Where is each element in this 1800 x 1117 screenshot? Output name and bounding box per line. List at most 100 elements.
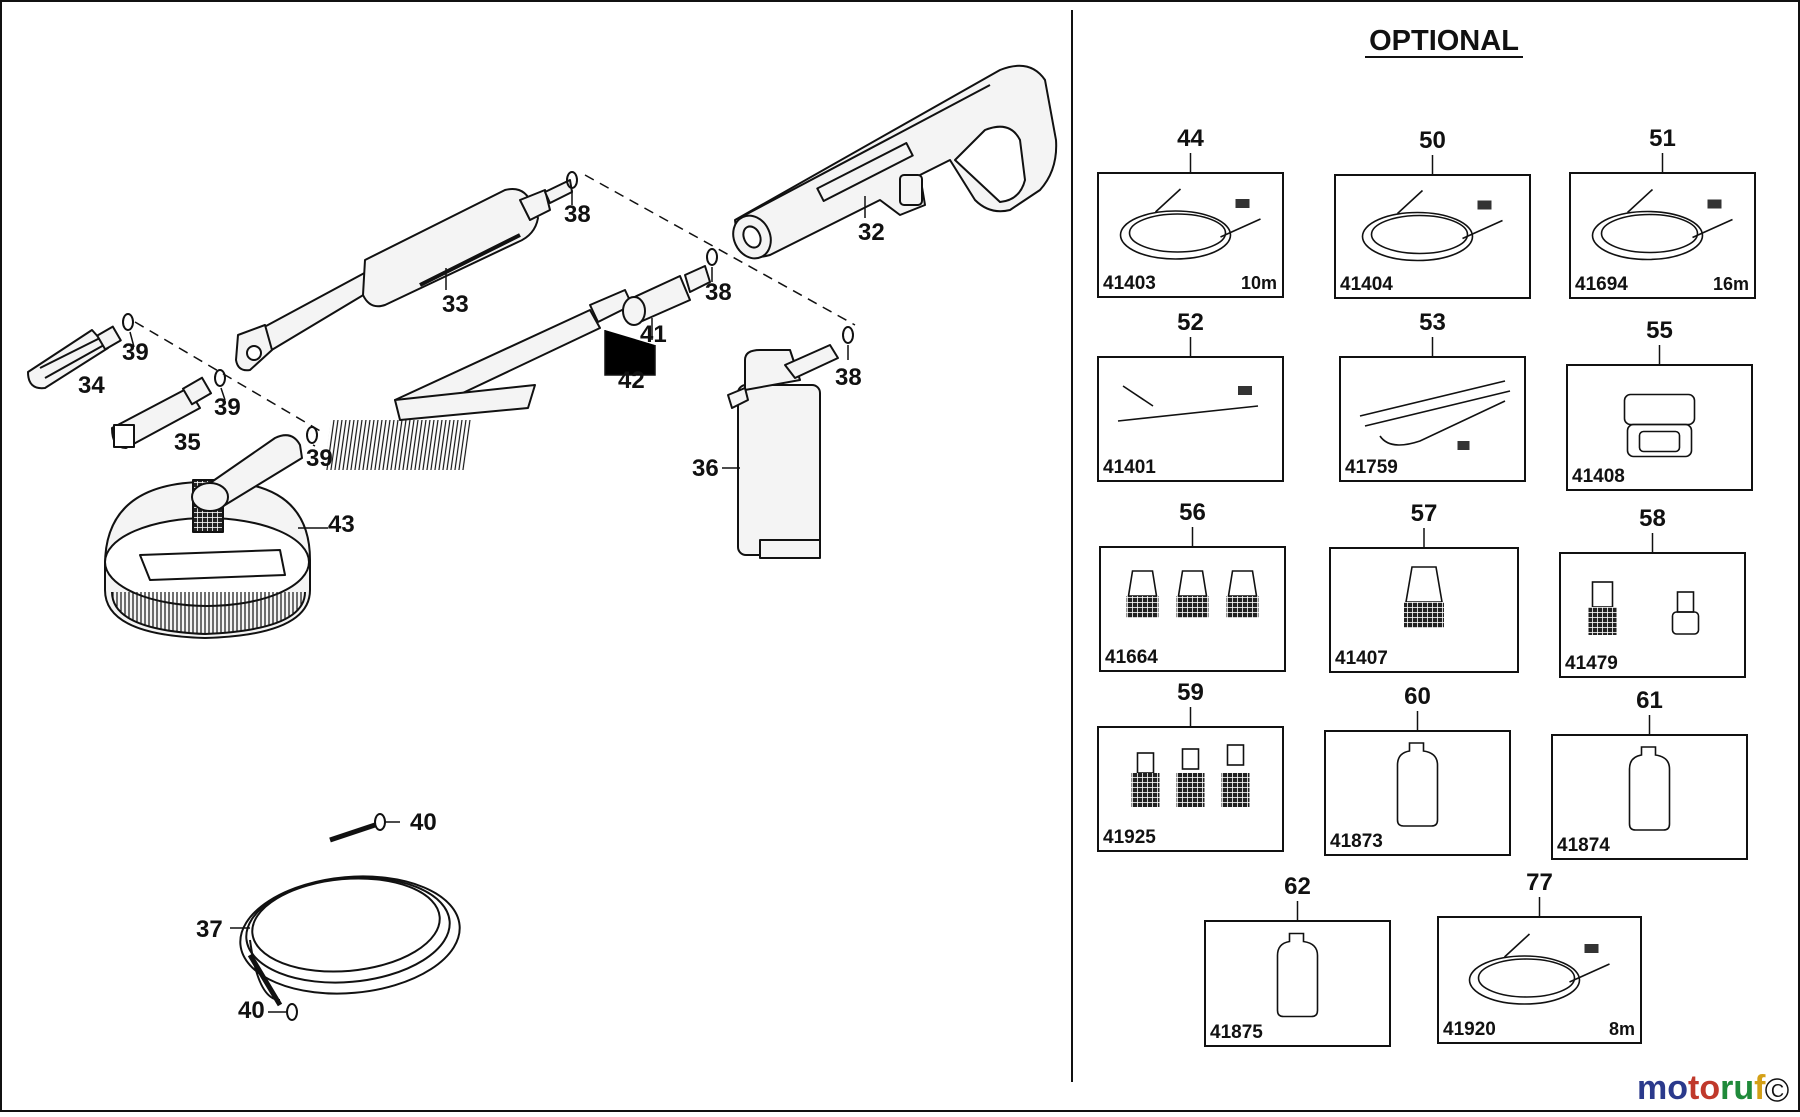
optional-item-ref: 56 — [1179, 499, 1206, 526]
optional-item-illustration — [1623, 393, 1696, 458]
optional-item-frame — [1551, 734, 1748, 860]
rotary-nozzle-drawing — [27, 325, 122, 390]
optional-item-ref: 61 — [1636, 687, 1663, 714]
optional-item-ref: 53 — [1419, 309, 1446, 336]
optional-item-illustration — [1628, 746, 1671, 831]
optional-item-code: 41920 — [1443, 1019, 1496, 1040]
label-38-c: 38 — [835, 364, 862, 391]
label-36: 36 — [692, 455, 719, 482]
wash-brush-drawing — [323, 289, 633, 470]
optional-item-frame — [1339, 356, 1526, 482]
label-39-b: 39 — [214, 394, 241, 421]
optional-item-ref: 51 — [1649, 125, 1676, 152]
watermark-corner-circle — [1765, 1078, 1789, 1102]
hose-drawing — [239, 822, 461, 1007]
label-33: 33 — [442, 291, 469, 318]
label-40-a: 40 — [410, 809, 437, 836]
optional-item-code: 41479 — [1565, 653, 1618, 674]
assembly-lines — [134, 174, 856, 433]
part-number-labels: 32 33 34 35 36 37 38 38 38 39 39 39 40 4… — [78, 201, 885, 1024]
optional-item-code: 41759 — [1345, 457, 1398, 478]
optional-item-ref: 77 — [1526, 869, 1553, 896]
label-34: 34 — [78, 372, 105, 399]
optional-item-frame — [1097, 172, 1284, 298]
optional-item-code: 41403 — [1103, 273, 1156, 294]
optional-item-code: 41694 — [1575, 274, 1628, 295]
optional-item-ref: 52 — [1177, 309, 1204, 336]
optional-item-ref: 44 — [1177, 125, 1204, 152]
o-rings — [122, 171, 854, 1021]
label-38-a: 38 — [564, 201, 591, 228]
optional-item-code: 41401 — [1103, 457, 1156, 478]
optional-item-ref: 60 — [1404, 683, 1431, 710]
optional-item-code: 41875 — [1210, 1022, 1263, 1043]
watermark-corner-symbol: C — [1771, 1081, 1784, 1101]
adapter-drawing — [622, 265, 711, 326]
optional-item-ref: 58 — [1639, 505, 1666, 532]
optional-item-ref: 59 — [1177, 679, 1204, 706]
optional-item-illustration — [1119, 188, 1261, 260]
label-35: 35 — [174, 429, 201, 456]
optional-item-frame — [1334, 174, 1531, 299]
optional-item-ref: 55 — [1646, 317, 1673, 344]
optional-item-code: 41925 — [1103, 827, 1156, 848]
optional-item-50: 50 41404 — [1334, 127, 1531, 299]
foam-bottle-drawing — [727, 344, 839, 559]
patio-cleaner-drawing — [104, 434, 311, 639]
optional-item-length: 16m — [1713, 274, 1749, 294]
label-39-c: 39 — [306, 445, 333, 472]
optional-item-length: 8m — [1609, 1019, 1635, 1039]
optional-item-frame — [1437, 916, 1642, 1044]
optional-item-frame — [1569, 172, 1756, 299]
optional-item-illustration — [1396, 742, 1439, 827]
optional-item-code: 41664 — [1105, 647, 1158, 668]
spray-gun-drawing — [732, 64, 1058, 260]
optional-item-ref: 50 — [1419, 127, 1446, 154]
optional-item-58: 58 41479 — [1559, 505, 1746, 678]
optional-item-code: 41408 — [1572, 466, 1625, 487]
label-41: 41 — [640, 321, 667, 348]
optional-item-53: 53 41759 — [1339, 309, 1526, 482]
optional-item-code: 41874 — [1557, 835, 1610, 856]
label-42: 42 — [618, 367, 645, 394]
optional-item-frame — [1097, 356, 1284, 482]
optional-item-51: 51 41694 16m — [1569, 125, 1756, 299]
watermark-logo: motoruf — [1637, 1069, 1766, 1107]
leader-lines — [129, 190, 866, 1013]
optional-item-61: 61 41874 — [1551, 687, 1748, 860]
optional-item-code: 41407 — [1335, 648, 1388, 669]
optional-item-code: 41873 — [1330, 831, 1383, 852]
optional-item-illustration — [1131, 744, 1250, 807]
optional-item-62: 62 41875 — [1204, 873, 1391, 1047]
optional-item-illustration — [1591, 188, 1733, 261]
optional-item-ref: 62 — [1284, 873, 1311, 900]
optional-item-77: 77 41920 8m — [1437, 869, 1642, 1044]
label-39-a: 39 — [122, 339, 149, 366]
optional-item-60: 60 41873 — [1324, 683, 1511, 856]
label-40-b: 40 — [238, 997, 265, 1024]
optional-item-illustration — [1588, 581, 1700, 635]
optional-heading: OPTIONAL — [1369, 25, 1519, 57]
optional-item-illustration — [1359, 380, 1511, 450]
optional-item-illustration — [1276, 932, 1319, 1018]
optional-item-59: 59 41925 — [1097, 679, 1284, 852]
label-37: 37 — [196, 916, 223, 943]
optional-item-illustration — [1117, 385, 1259, 422]
spray-lance-drawing — [235, 179, 573, 372]
optional-item-illustration — [1468, 933, 1610, 1005]
optional-item-55: 55 41408 — [1566, 317, 1753, 491]
optional-item-frame — [1566, 364, 1753, 491]
label-43: 43 — [328, 511, 355, 538]
optional-item-52: 52 41401 — [1097, 309, 1284, 482]
optional-item-56: 56 41664 — [1099, 499, 1286, 672]
label-38-b: 38 — [705, 279, 732, 306]
optional-item-illustration — [1404, 566, 1444, 628]
vario-nozzle-drawing — [111, 376, 213, 449]
optional-item-code: 41404 — [1340, 274, 1393, 295]
label-32: 32 — [858, 219, 885, 246]
